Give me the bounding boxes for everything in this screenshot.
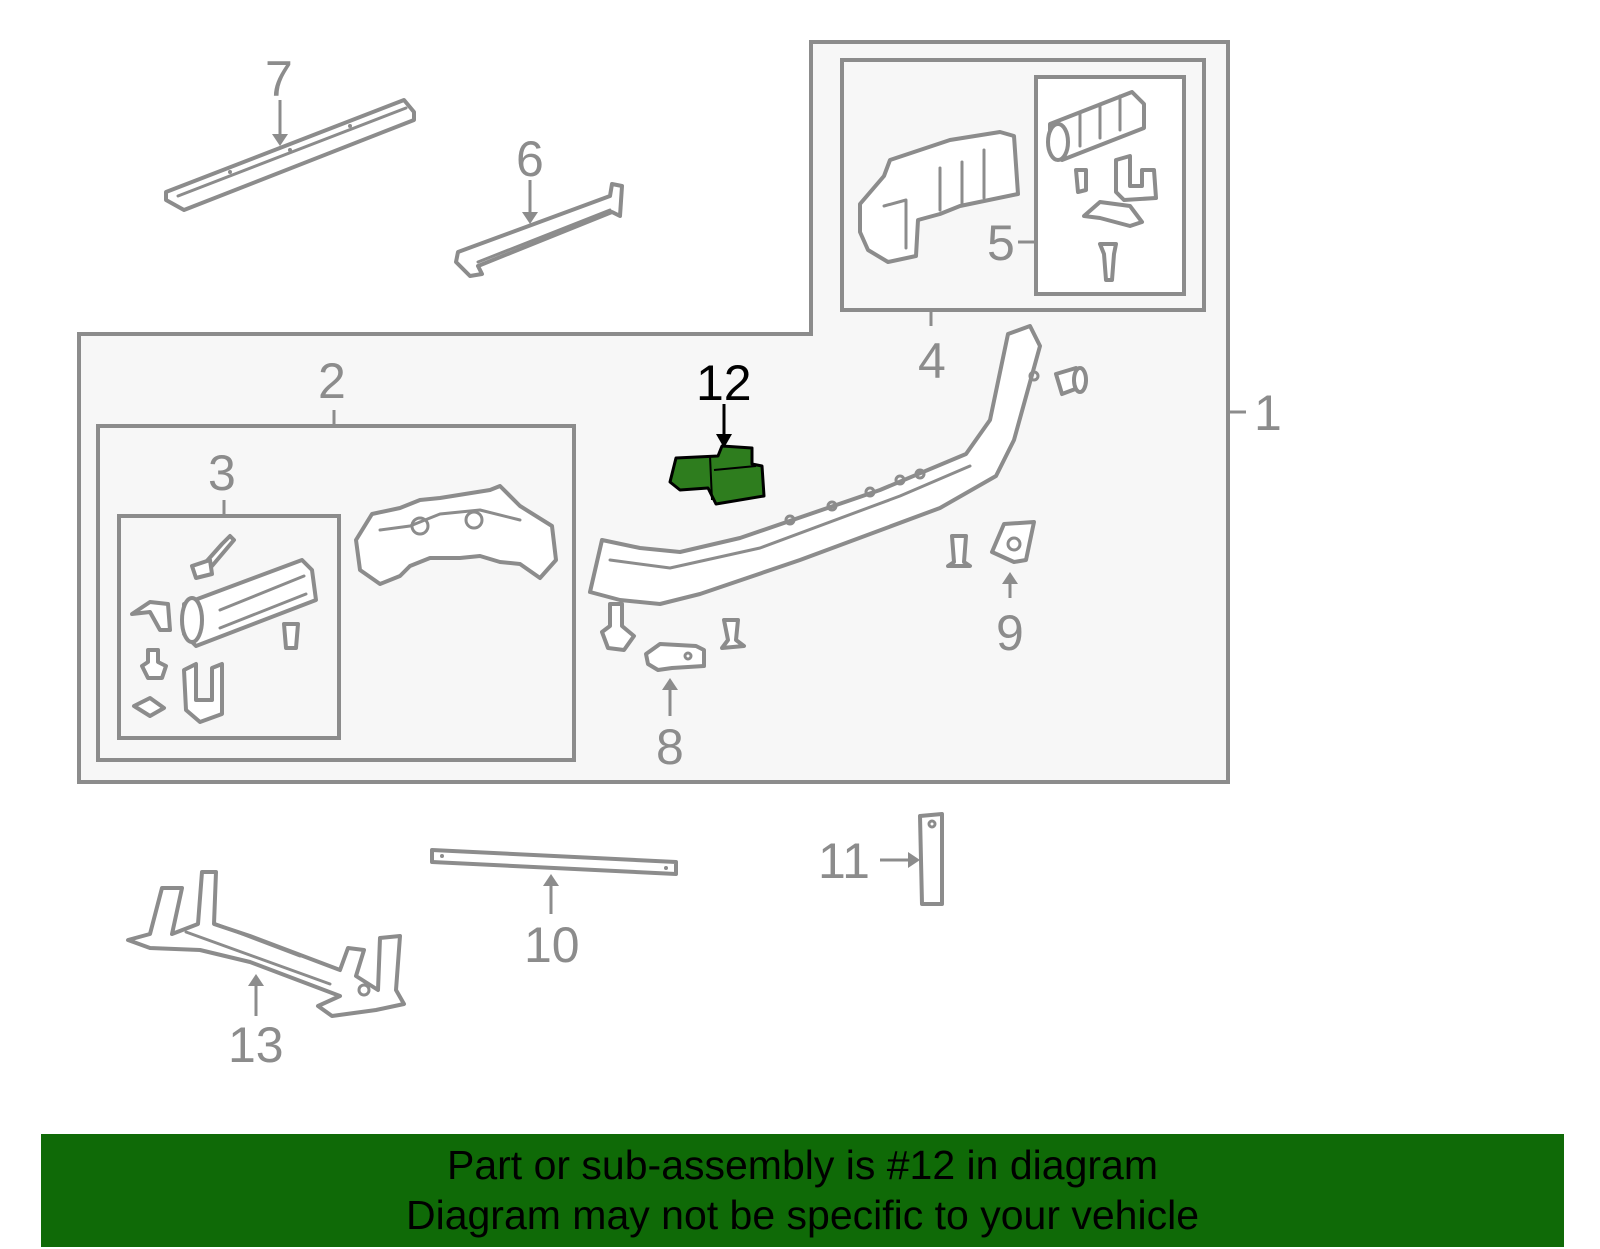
callout-1: 1 bbox=[1254, 385, 1282, 441]
part-11-strap bbox=[918, 812, 944, 906]
part-9-clip bbox=[990, 520, 1036, 564]
callout-6: 6 bbox=[516, 131, 544, 187]
banner-line-1: Part or sub-assembly is #12 in diagram bbox=[447, 1142, 1158, 1188]
fasteners bbox=[600, 366, 1088, 652]
part-5-components bbox=[1046, 90, 1158, 282]
callout-13: 13 bbox=[228, 1017, 284, 1073]
callout-7: 7 bbox=[265, 51, 293, 107]
part-4-bracket bbox=[858, 130, 1020, 264]
callout-4: 4 bbox=[918, 333, 946, 389]
callout-5: 5 bbox=[987, 215, 1015, 271]
callout-9: 9 bbox=[996, 605, 1024, 661]
callout-3: 3 bbox=[208, 445, 236, 501]
part-13-crossmember bbox=[126, 870, 406, 1018]
part-1-beam bbox=[588, 324, 1042, 606]
callout-11: 11 bbox=[818, 833, 870, 889]
part-8-bracket bbox=[644, 642, 706, 672]
part-12-highlighted bbox=[668, 444, 766, 506]
part-10-rod bbox=[430, 848, 678, 876]
part-7-rail bbox=[164, 98, 416, 212]
callout-12: 12 bbox=[696, 355, 752, 411]
part-2-housing bbox=[354, 484, 558, 586]
callout-8: 8 bbox=[656, 719, 684, 775]
part-3-components bbox=[130, 534, 318, 724]
callout-2: 2 bbox=[318, 353, 346, 409]
part-6-strut bbox=[454, 182, 624, 278]
parts-diagram: 7 6 5 4 1 2 3 12 9 8 11 10 13 bbox=[77, 40, 1282, 1073]
info-banner: Part or sub-assembly is #12 in diagram D… bbox=[41, 1134, 1564, 1247]
banner-line-2: Diagram may not be specific to your vehi… bbox=[405, 1192, 1199, 1238]
callout-10: 10 bbox=[524, 917, 580, 973]
